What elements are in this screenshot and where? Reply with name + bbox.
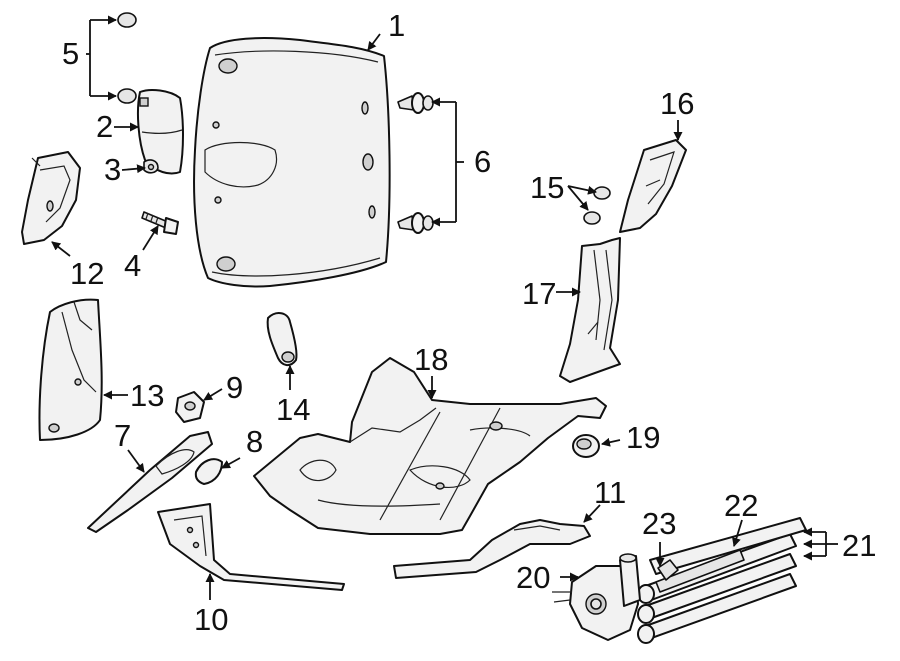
callout-13: 13	[130, 378, 164, 413]
callout-16: 16	[660, 86, 694, 121]
callout-20: 20	[516, 560, 550, 595]
sill-plate-part	[157, 503, 345, 591]
callout-18: 18	[414, 342, 448, 377]
callout-10: 10	[194, 602, 228, 637]
callout-7: 7	[114, 418, 131, 453]
seat-track-assembly-part	[552, 517, 807, 644]
callout-labels: 1 2 3 4 5 6 7 8 9 10 11 12 13 14 15 16 1…	[62, 8, 876, 637]
pillar-trim-part	[87, 431, 213, 533]
callout-5: 5	[62, 36, 79, 71]
callout-4: 4	[124, 248, 141, 283]
upper-trim-panel-part	[21, 151, 81, 245]
b-pillar-trim-part	[559, 237, 621, 383]
bolt-part	[141, 211, 179, 235]
upper-pillar-trim-part	[619, 139, 687, 233]
grab-handle-part	[266, 312, 298, 366]
sill-trim-part	[393, 519, 591, 579]
cover-part	[194, 458, 223, 485]
sun-visor-part	[136, 89, 184, 175]
callout-17: 17	[522, 276, 556, 311]
grommet-part	[572, 434, 600, 458]
callout-14: 14	[276, 392, 310, 427]
visor-clip-part	[143, 159, 159, 174]
callout-3: 3	[104, 152, 121, 187]
callout-6: 6	[474, 144, 491, 179]
callout-22: 22	[724, 488, 758, 523]
headliner-part	[193, 37, 391, 288]
callout-12: 12	[70, 256, 104, 291]
callout-9: 9	[226, 370, 243, 405]
callout-2: 2	[96, 109, 113, 144]
callout-21: 21	[842, 528, 876, 563]
quarter-trim-panel-part	[38, 298, 103, 441]
callout-8: 8	[246, 424, 263, 459]
floor-carpet-part	[253, 357, 607, 535]
callout-23: 23	[642, 506, 676, 541]
callout-19: 19	[626, 420, 660, 455]
callout-11: 11	[594, 475, 626, 510]
callout-1: 1	[388, 8, 405, 43]
plugs-part-right	[583, 186, 611, 225]
nut-part	[175, 391, 205, 423]
plugs-part	[117, 12, 137, 104]
callout-15: 15	[530, 170, 564, 205]
retainer-clips-part	[397, 92, 434, 234]
leader-lines	[51, 15, 838, 600]
